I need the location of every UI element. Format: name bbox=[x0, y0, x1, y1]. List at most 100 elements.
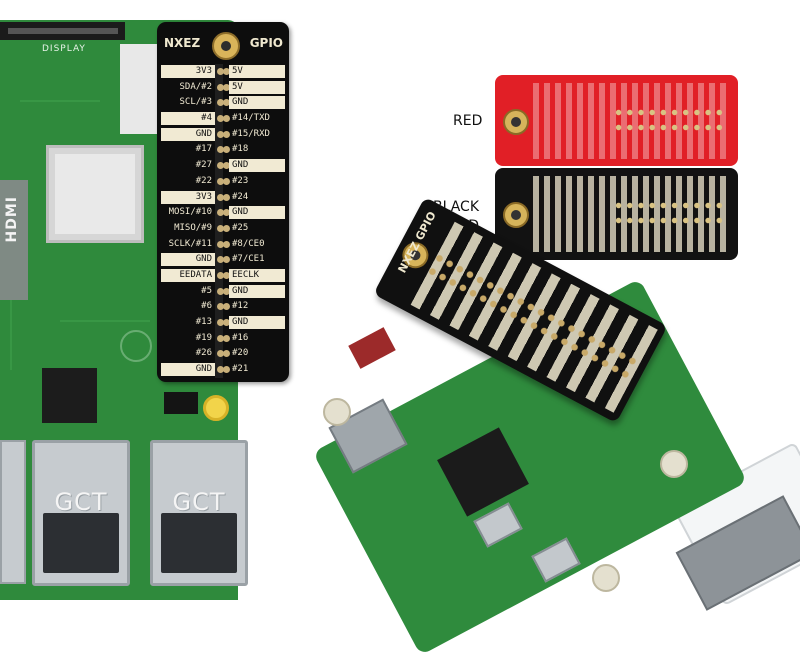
header-pin-strip bbox=[215, 64, 223, 378]
mounting-hole-icon bbox=[503, 202, 529, 228]
pin-icon bbox=[217, 334, 224, 342]
pin-icon bbox=[223, 99, 230, 107]
pin-row: GND#21 bbox=[161, 362, 285, 378]
pin-icon bbox=[217, 224, 224, 232]
usb-port: GCT bbox=[32, 440, 130, 586]
pin-label-left: SDA/#2 bbox=[179, 81, 212, 92]
standoff-icon bbox=[323, 398, 351, 426]
pin-icon bbox=[223, 224, 230, 232]
pcb-trace bbox=[60, 320, 150, 322]
pin-label-right: #24 bbox=[232, 191, 249, 202]
pin-icon bbox=[217, 303, 224, 311]
pin-label-left: 3V3 bbox=[161, 65, 215, 78]
pin-icon bbox=[223, 193, 230, 201]
pin-icon bbox=[217, 99, 224, 107]
pin-icon bbox=[223, 319, 230, 326]
pin-icon bbox=[223, 287, 230, 295]
pin-icon bbox=[217, 146, 224, 154]
standoff-icon bbox=[660, 450, 688, 478]
usb-opening bbox=[161, 513, 237, 573]
pin-holes bbox=[613, 198, 725, 228]
pin-row: #17 #18 bbox=[161, 142, 285, 158]
pin-label-left: #17 bbox=[195, 144, 212, 155]
red-variant-label: RED bbox=[453, 113, 483, 129]
pin-label-right: #25 bbox=[232, 222, 249, 233]
pin-icon bbox=[217, 193, 224, 201]
pin-icon bbox=[223, 130, 230, 138]
standoff-icon bbox=[592, 564, 620, 592]
pin-holes bbox=[613, 105, 725, 135]
pin-icon bbox=[223, 146, 230, 154]
pin-label-right: GND bbox=[229, 206, 285, 220]
pin-label-right: #16 bbox=[232, 332, 249, 343]
pin-icon bbox=[217, 256, 224, 264]
pin-icon bbox=[223, 334, 230, 342]
board-sticker bbox=[120, 44, 160, 134]
pin-row: #26 #20 bbox=[161, 346, 285, 362]
pin-icon bbox=[223, 256, 230, 264]
pcb-trace bbox=[10, 280, 12, 370]
pin-icon bbox=[217, 350, 224, 358]
pin-icon bbox=[217, 319, 224, 326]
mounting-hole-icon bbox=[503, 109, 529, 135]
pin-row: 3V3#24 bbox=[161, 190, 285, 206]
black-gold-gpio-card bbox=[495, 168, 738, 260]
pin-row: GND#7/CE1 bbox=[161, 252, 285, 268]
pin-icon bbox=[217, 162, 224, 170]
pin-icon bbox=[223, 350, 230, 358]
pin-label-left: #26 bbox=[195, 348, 212, 359]
pin-row: MOSI/#10 GND bbox=[161, 205, 285, 221]
run-header bbox=[164, 392, 198, 414]
pin-label-right: GND bbox=[229, 159, 285, 173]
pin-label-left: EEDATA bbox=[161, 268, 215, 282]
pin-label-left: #6 bbox=[201, 301, 212, 312]
pin-icon bbox=[223, 209, 230, 217]
pin-row: MISO/#9 #25 bbox=[161, 221, 285, 237]
pin-icon bbox=[217, 271, 224, 279]
pcb-trace bbox=[20, 100, 100, 102]
hdmi-label: HDMI bbox=[4, 196, 20, 243]
pin-icon bbox=[223, 115, 230, 123]
pin-label-right: EECLK bbox=[229, 268, 285, 282]
pin-icon bbox=[223, 271, 230, 279]
pin-label-right: GND bbox=[229, 316, 285, 329]
pin-label-left: GND bbox=[161, 253, 215, 267]
pin-icon bbox=[223, 68, 230, 75]
pin-icon bbox=[217, 366, 224, 374]
usb-port: GCT bbox=[150, 440, 248, 586]
pin-label-right: GND bbox=[229, 96, 285, 110]
sd-card-slot bbox=[348, 327, 396, 369]
pin-icon bbox=[223, 303, 230, 311]
pin-label-left: MISO/#9 bbox=[174, 222, 212, 233]
pin-label-right: #12 bbox=[232, 301, 249, 312]
pin-label-right: #8/CE0 bbox=[232, 238, 265, 249]
pin-row: SCLK/#11#8/CE0 bbox=[161, 237, 285, 253]
pin-label-right: #21 bbox=[232, 364, 249, 375]
pin-label-right: GND bbox=[229, 284, 285, 298]
mounting-hole-icon bbox=[212, 32, 240, 60]
pin-icon bbox=[217, 68, 224, 75]
pin-label-left: #5 bbox=[201, 285, 212, 296]
pin-row: #5 GND bbox=[161, 284, 285, 300]
display-silkscreen-label: DISPLAY bbox=[42, 44, 86, 54]
pin-icon bbox=[217, 83, 224, 91]
pin-label-left: MOSI/#10 bbox=[168, 207, 212, 218]
pin-row: #19 #16 bbox=[161, 331, 285, 347]
connector-latch bbox=[8, 28, 118, 34]
pin-label-right: #18 bbox=[232, 144, 249, 155]
card-title: GPIO bbox=[249, 36, 283, 50]
card-header: NXEZ GPIO bbox=[157, 26, 289, 60]
raspberry-logo-icon bbox=[120, 330, 152, 362]
card-brand: NXEZ bbox=[164, 36, 201, 50]
pin-label-left: GND bbox=[161, 127, 215, 141]
red-gpio-card bbox=[495, 75, 738, 166]
pin-label-right: #20 bbox=[232, 348, 249, 359]
pin-label-left: #19 bbox=[195, 332, 212, 343]
pin-row: #4#14/TXD bbox=[161, 111, 285, 127]
